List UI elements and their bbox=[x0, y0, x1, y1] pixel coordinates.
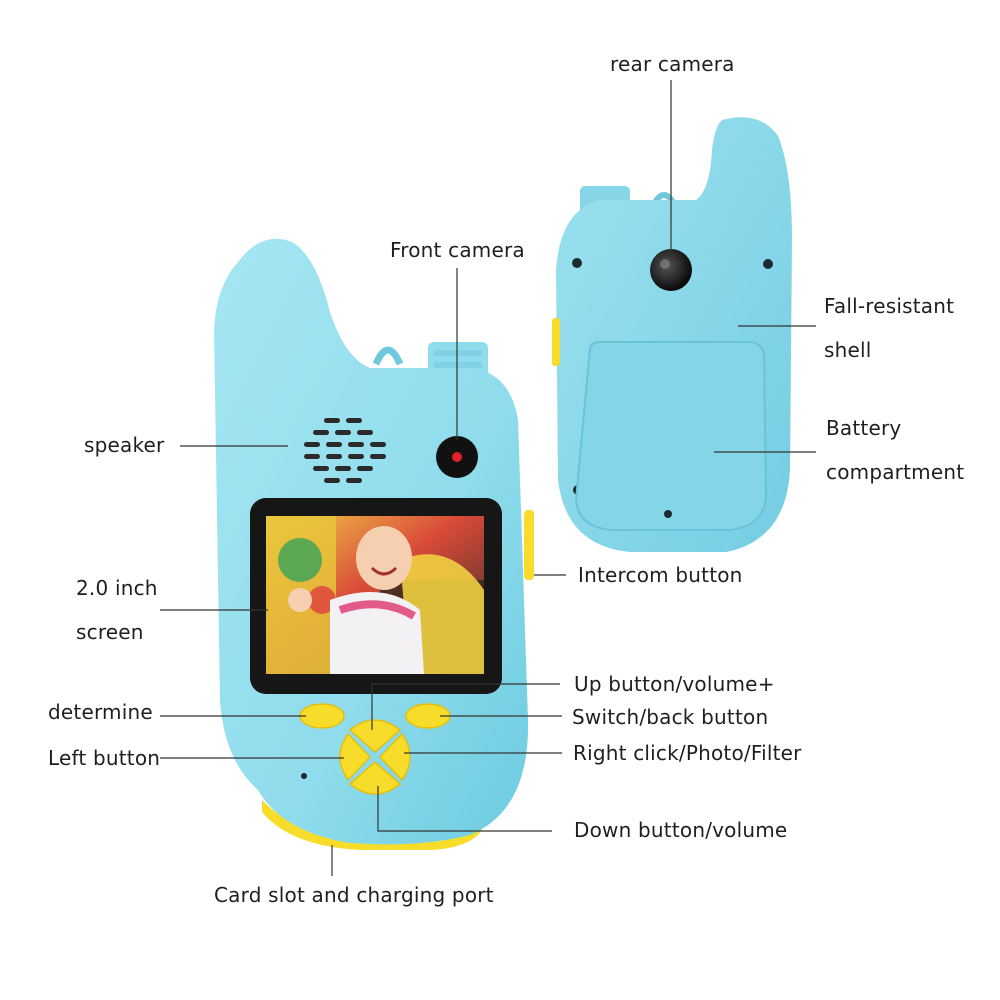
label-battery-line2: compartment bbox=[826, 460, 965, 484]
label-switch-back: Switch/back button bbox=[572, 705, 769, 729]
label-screen-line2: screen bbox=[76, 620, 144, 644]
strap-loop bbox=[372, 346, 404, 366]
front-device bbox=[214, 238, 534, 850]
back-device bbox=[552, 117, 792, 552]
leader-down-button bbox=[377, 786, 552, 832]
d-pad bbox=[299, 703, 451, 795]
label-fall-resistant-line1: Fall-resistant bbox=[824, 294, 955, 318]
down-button bbox=[348, 761, 402, 795]
microphone-hole bbox=[301, 773, 307, 779]
label-left-button: Left button bbox=[48, 746, 161, 770]
determine-button bbox=[299, 703, 345, 729]
up-button bbox=[348, 719, 402, 753]
screen-photo bbox=[266, 516, 484, 674]
label-determine: determine bbox=[48, 700, 153, 724]
bottom-yellow-band bbox=[262, 800, 482, 850]
leader-lines bbox=[160, 80, 816, 876]
speaker-grille bbox=[304, 418, 386, 483]
label-down-button: Down button/volume bbox=[574, 818, 788, 842]
left-button bbox=[339, 732, 372, 782]
label-intercom-button: Intercom button bbox=[578, 563, 743, 587]
right-button bbox=[378, 732, 411, 782]
rear-camera-lens bbox=[650, 249, 692, 291]
intercom-side-button bbox=[524, 510, 534, 580]
label-battery-line1: Battery bbox=[826, 416, 902, 440]
label-screen-line1: 2.0 inch bbox=[76, 576, 158, 600]
label-up-button: Up button/volume+ bbox=[574, 672, 775, 696]
label-fall-resistant-line2: shell bbox=[824, 338, 872, 362]
label-front-camera: Front camera bbox=[390, 238, 525, 262]
battery-compartment-cover bbox=[574, 341, 768, 531]
label-rear-camera: rear camera bbox=[610, 52, 735, 76]
screw bbox=[763, 259, 773, 269]
screw bbox=[572, 258, 582, 268]
label-speaker: speaker bbox=[84, 433, 165, 457]
leader-up-button bbox=[371, 683, 560, 730]
label-card-slot: Card slot and charging port bbox=[214, 883, 494, 907]
label-right-click: Right click/Photo/Filter bbox=[573, 741, 802, 765]
